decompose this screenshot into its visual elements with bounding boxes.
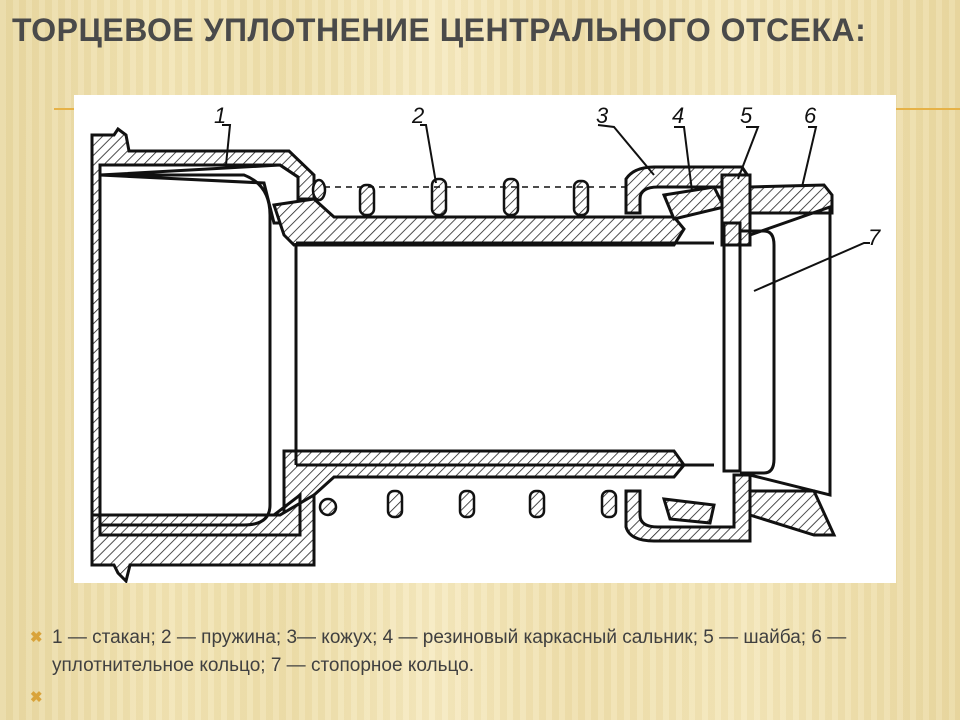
x-bullet-icon: ✖ — [30, 629, 43, 646]
slide-title: ТОРЦЕВОЕ УПЛОТНЕНИЕ ЦЕНТРАЛЬНОГО ОТСЕКА: — [12, 12, 867, 48]
callout-leaders — [222, 124, 870, 292]
cup-part — [90, 126, 686, 583]
accent-rule-left — [54, 108, 74, 110]
callout-6: 6 — [804, 103, 817, 128]
callout-1: 1 — [214, 103, 226, 128]
x-bullet-icon: ✖ — [30, 689, 43, 706]
caption-item: ✖ 1 — стакан; 2 — пружина; 3— кожух; 4 —… — [30, 624, 910, 680]
seal-diagram: 1 2 3 4 5 6 7 — [74, 95, 896, 583]
housing-seal-bottom — [624, 473, 837, 543]
spring-part-bottom — [318, 489, 618, 519]
caption-item-empty: ✖ — [30, 684, 910, 706]
callout-2: 2 — [411, 103, 424, 128]
callout-7: 7 — [868, 225, 881, 250]
housing-seal-top — [624, 165, 834, 247]
callout-3: 3 — [596, 103, 609, 128]
caption-text: 1 — стакан; 2 — пружина; 3— кожух; 4 — р… — [52, 627, 847, 676]
accent-rule-right — [896, 108, 960, 110]
cup-bore — [100, 173, 714, 527]
callout-4: 4 — [672, 103, 684, 128]
spring-part-top — [311, 177, 634, 217]
caption-list: ✖ 1 — стакан; 2 — пружина; 3— кожух; 4 —… — [30, 624, 910, 706]
callout-5: 5 — [740, 103, 753, 128]
retaining-ring-part — [722, 204, 832, 497]
